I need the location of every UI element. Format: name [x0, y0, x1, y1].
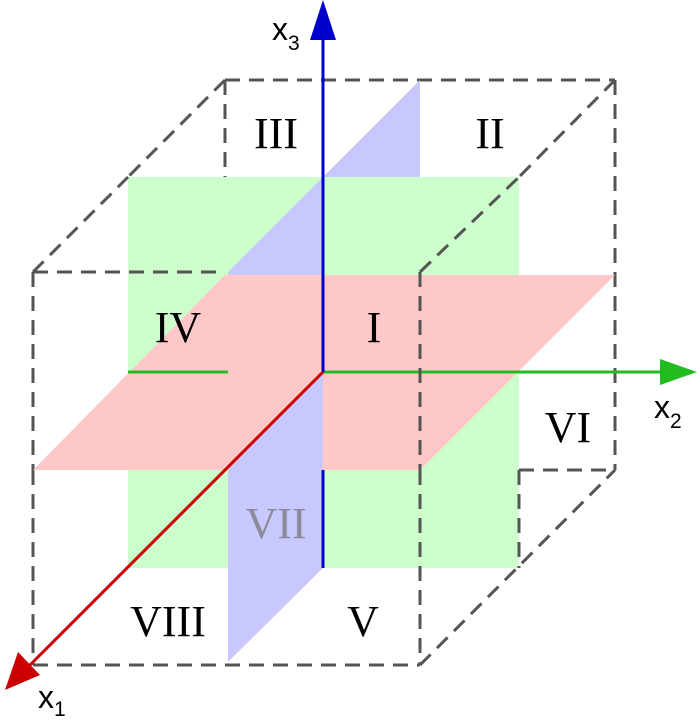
x1x3-plane-lower: [228, 372, 323, 662]
octant-label-II: II: [475, 109, 504, 158]
axis-label-x3-sub: 3: [288, 32, 300, 55]
octant-label-V: V: [347, 597, 379, 646]
cube-front-edges: [418, 272, 521, 568]
axis-label-x3: x3: [272, 11, 300, 55]
x2-axis-arrowhead: [660, 359, 697, 385]
axis-label-x1-base: x: [38, 679, 54, 715]
axis-label-x3-base: x: [272, 11, 288, 47]
axis-label-x2: x2: [654, 389, 682, 433]
octant-label-VI: VI: [545, 403, 591, 452]
axis-label-x1-sub: 1: [54, 698, 66, 720]
axis-label-x1: x1: [38, 679, 66, 720]
octant-label-VII: VII: [245, 499, 306, 548]
x3-axis-arrowhead: [310, 0, 336, 40]
octant-label-I: I: [367, 303, 382, 352]
octant-label-VIII: VIII: [130, 597, 206, 646]
x1-axis: [26, 370, 325, 669]
axis-label-x2-sub: 2: [670, 410, 682, 433]
octant-label-IV: IV: [155, 303, 202, 352]
x1-axis-arrowhead: [5, 652, 40, 690]
axis-label-x2-base: x: [654, 389, 670, 425]
octant-label-III: III: [254, 109, 298, 158]
